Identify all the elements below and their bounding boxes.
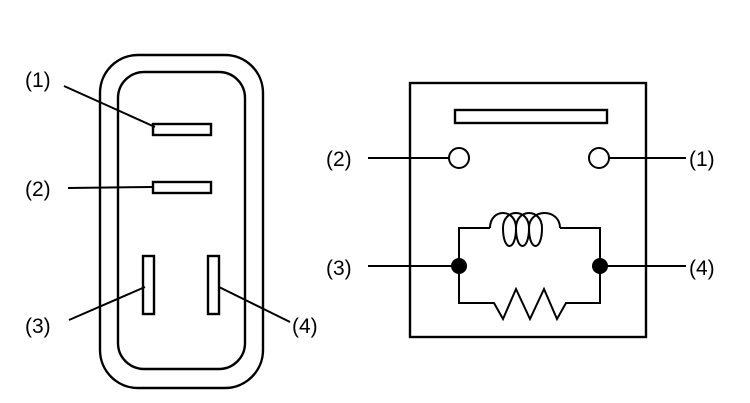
- terminal-1-slot: [151, 122, 213, 137]
- leader-line-2: [67, 186, 154, 189]
- terminal-3-slot: [141, 254, 156, 316]
- coil-symbol: [489, 212, 561, 247]
- connector-outer-housing: [98, 53, 265, 390]
- left-label-1: (1): [25, 69, 51, 92]
- terminal-1-circle: [588, 147, 610, 169]
- connector-face-view: (1) (2) (3) (4): [25, 53, 318, 390]
- relay-schematic: (2) (1) (3) (4): [326, 81, 715, 339]
- terminal-4-slot: [206, 254, 221, 316]
- right-label-2: (2): [326, 148, 352, 171]
- leader-line-1: [63, 85, 156, 128]
- left-label-3: (3): [25, 315, 51, 338]
- terminal-2-circle: [448, 147, 470, 169]
- resistor-branch: [458, 266, 601, 322]
- right-label-3: (3): [326, 257, 352, 280]
- leader-line-3: [68, 286, 146, 321]
- relay-contact-bar: [453, 108, 609, 125]
- leader-line-4: [218, 286, 291, 323]
- left-label-4: (4): [292, 315, 318, 338]
- connector-inner-housing: [116, 70, 247, 371]
- right-label-1: (1): [689, 148, 715, 171]
- left-label-2: (2): [25, 178, 51, 201]
- coil-branch-wire: [458, 227, 601, 266]
- terminal-2-slot: [151, 180, 213, 195]
- relay-body: [408, 81, 648, 339]
- right-label-4: (4): [689, 257, 715, 280]
